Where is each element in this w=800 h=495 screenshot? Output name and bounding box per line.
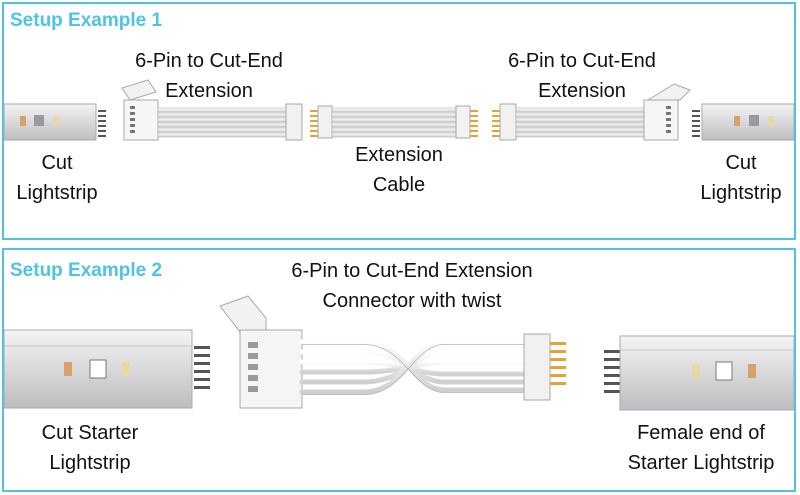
right-strip-label-line2: Lightstrip <box>700 182 782 204</box>
right-strip-label-line1: Cut <box>725 152 757 174</box>
female-end-starter-lightstrip <box>604 335 794 411</box>
female-end-lightstrip-label-line1: Female end of <box>637 422 765 444</box>
cut-starter-lightstrip-label-line2: Lightstrip <box>49 452 131 474</box>
left-extension-label: 6-Pin to Cut-End Extension <box>109 46 309 106</box>
twist-connector-label-line1: 6-Pin to Cut-End Extension <box>291 260 533 282</box>
twist-connector <box>219 295 566 409</box>
setup-example-1-heading: Setup Example 1 <box>10 10 163 31</box>
left-extension-label-line2: Extension <box>165 80 253 102</box>
setup-example-1-panel: Setup Example 1 <box>2 2 796 240</box>
twist-connector-label: 6-Pin to Cut-End Extension Connector wit… <box>232 256 592 316</box>
setup-example-2-panel: Setup Example 2 <box>2 248 796 492</box>
right-cut-lightstrip <box>692 103 794 141</box>
right-extension-label-line2: Extension <box>538 80 626 102</box>
cut-starter-lightstrip <box>4 329 210 409</box>
left-strip-label: Cut Lightstrip <box>4 148 110 208</box>
cut-starter-lightstrip-label-line1: Cut Starter <box>41 422 139 444</box>
extension-cable <box>310 105 478 139</box>
female-end-lightstrip-label-line2: Starter Lightstrip <box>627 452 775 474</box>
right-extension-label: 6-Pin to Cut-End Extension <box>482 46 682 106</box>
left-extension-label-line1: 6-Pin to Cut-End <box>135 50 283 72</box>
right-6pin-extension <box>492 83 691 141</box>
extension-cable-label-line2: Cable <box>372 174 426 196</box>
extension-cable-label-line1: Extension <box>355 144 443 166</box>
setup-1-illustration <box>4 79 794 141</box>
right-strip-label: Cut Lightstrip <box>688 148 794 208</box>
setup-example-2-heading: Setup Example 2 <box>10 260 163 281</box>
left-strip-label-line2: Lightstrip <box>16 182 98 204</box>
extension-cable-label: Extension Cable <box>324 140 474 200</box>
left-cut-lightstrip <box>4 103 106 141</box>
female-end-lightstrip-label: Female end of Starter Lightstrip <box>606 418 796 478</box>
cut-starter-lightstrip-label: Cut Starter Lightstrip <box>10 418 170 478</box>
left-strip-label-line1: Cut <box>41 152 73 174</box>
left-6pin-extension <box>121 79 303 141</box>
twist-connector-label-line2: Connector with twist <box>322 290 502 312</box>
setup-2-illustration <box>4 295 794 411</box>
right-extension-label-line1: 6-Pin to Cut-End <box>508 50 656 72</box>
